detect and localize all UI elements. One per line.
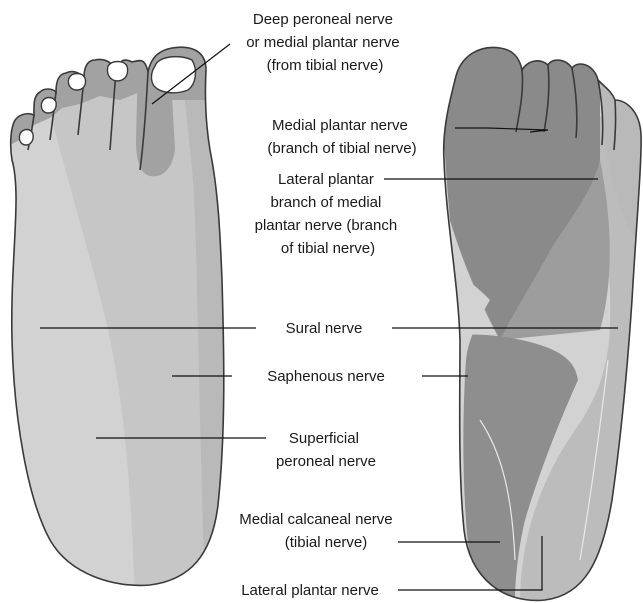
fourth-toenail: [41, 98, 56, 114]
plantar-foot: [430, 0, 643, 603]
third-toenail: [68, 74, 85, 91]
label-superficial-peroneal: Superficial peroneal nerve: [276, 430, 376, 470]
label-medial-calcaneal: Medial calcaneal nerve (tibial nerve): [239, 511, 397, 551]
labels: Deep peroneal nerve or medial plantar ne…: [239, 11, 416, 599]
label-sural: Sural nerve: [286, 320, 363, 337]
label-lateral-plantar-branch: Lateral plantar branch of medial plantar…: [255, 171, 402, 257]
label-medial-plantar: Medial plantar nerve (branch of tibial n…: [267, 117, 416, 157]
label-lateral-plantar: Lateral plantar nerve: [241, 582, 379, 599]
dorsal-foot: [0, 0, 240, 603]
label-deep-peroneal: Deep peroneal nerve or medial plantar ne…: [246, 11, 404, 74]
fifth-toenail: [19, 130, 33, 146]
label-saphenous: Saphenous nerve: [267, 368, 385, 385]
second-toenail: [107, 62, 127, 82]
